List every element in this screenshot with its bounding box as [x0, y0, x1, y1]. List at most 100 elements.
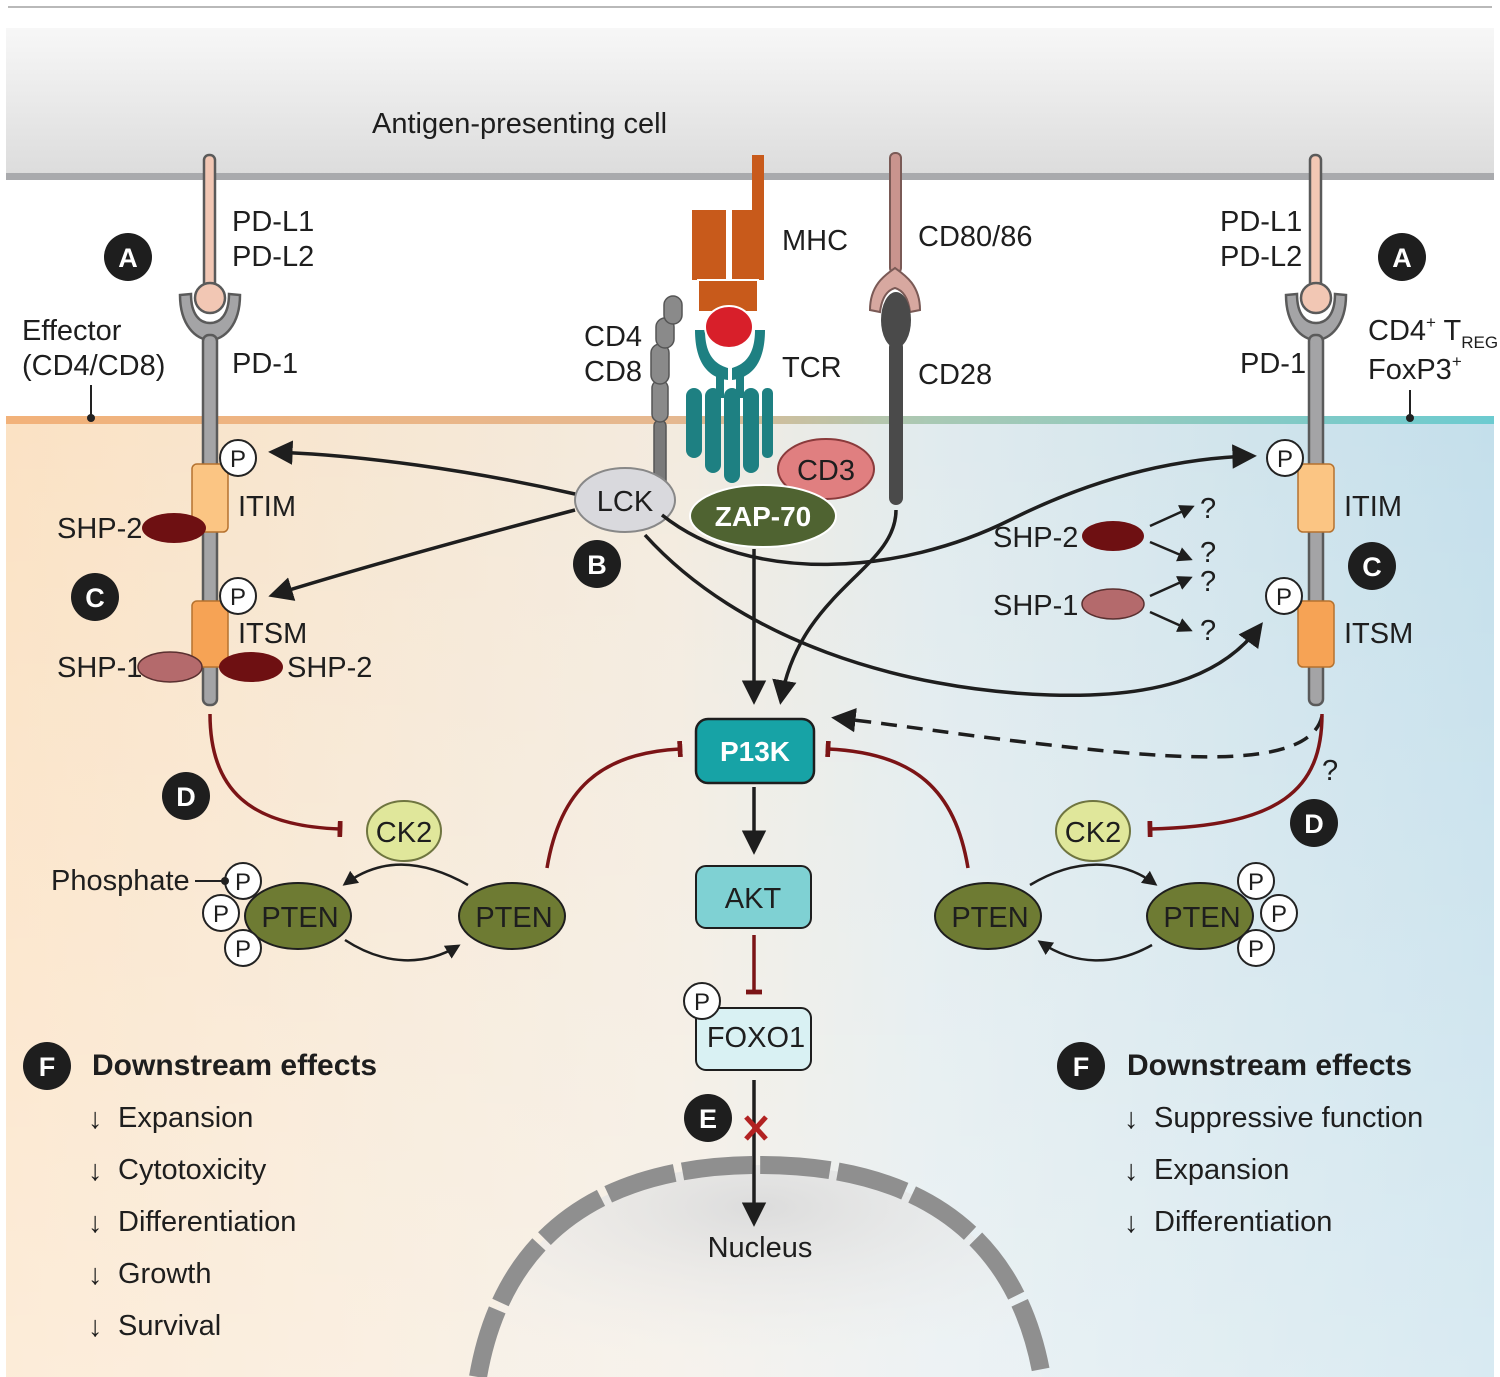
right-itsm-label: ITSM — [1344, 618, 1413, 650]
svg-text:C: C — [85, 583, 105, 613]
pi3k-node — [694, 717, 816, 785]
left-effect-item: Growth — [118, 1258, 211, 1290]
left-shp1 — [137, 651, 203, 683]
right-shp-arrows — [1149, 505, 1195, 632]
right-ligand-label-2: PD-L2 — [1220, 241, 1302, 273]
left-effects-list: ↓ Expansion ↓ Cytotoxicity ↓ Differentia… — [88, 1102, 296, 1343]
left-itim-phospho: P — [219, 439, 257, 477]
cd4-cd8-coreceptor — [650, 295, 683, 489]
right-pten-phos-label: PTEN — [1163, 902, 1240, 934]
down-arrow-icon: ↓ — [88, 1103, 103, 1135]
right-itsm-domain — [1297, 600, 1335, 668]
badge-b: B — [573, 540, 621, 588]
left-pten-cycle-arrows — [342, 863, 469, 962]
badge-e: E — [684, 1094, 732, 1142]
left-effect-item: Differentiation — [118, 1206, 296, 1238]
phosphate-pointer — [221, 877, 229, 885]
zap70-label: ZAP-70 — [715, 501, 811, 532]
akt-label: AKT — [725, 883, 782, 915]
right-pd1-label: PD-1 — [1240, 348, 1306, 380]
tcr-label: TCR — [782, 352, 842, 384]
left-pten-phos-label: PTEN — [261, 902, 338, 934]
badge-a-left: A — [104, 233, 152, 281]
cd8-label: CD8 — [584, 356, 642, 388]
right-pten-phos-node — [1146, 882, 1254, 950]
down-arrow-icon: ↓ — [1124, 1155, 1139, 1187]
badge-a-right: A — [1378, 233, 1426, 281]
left-pten-phosphates: P P P — [202, 862, 262, 967]
svg-text:P: P — [1248, 936, 1264, 963]
question-mark: ? — [1322, 755, 1338, 787]
lck-node — [574, 467, 676, 533]
svg-text:P: P — [1277, 446, 1293, 473]
right-effects-title: Downstream effects — [1127, 1049, 1412, 1082]
left-effect-item: Expansion — [118, 1102, 253, 1134]
right-shp2-label: SHP-2 — [993, 522, 1078, 554]
left-itim-label: ITIM — [238, 491, 296, 523]
lck-label: LCK — [597, 486, 654, 518]
left-itsm-phospho: P — [219, 577, 257, 615]
left-shp2-itsm — [219, 652, 283, 682]
right-cell-label-2: FoxP3+ — [1368, 352, 1462, 386]
right-cell-label-1: CD4+ TREG — [1368, 313, 1498, 352]
svg-text:P: P — [230, 446, 246, 473]
apc-label: Antigen-presenting cell — [372, 108, 667, 140]
svg-text:F: F — [1073, 1052, 1090, 1082]
question-mark: ? — [1200, 615, 1216, 647]
left-effect-item: Cytotoxicity — [118, 1154, 267, 1186]
left-pten-label: PTEN — [475, 902, 552, 934]
left-pd1-label: PD-1 — [232, 348, 298, 380]
svg-text:P: P — [230, 584, 246, 611]
left-pd1-receptor — [178, 153, 242, 707]
right-effect-item: Suppressive function — [1154, 1102, 1423, 1134]
down-arrow-icon: ↓ — [88, 1311, 103, 1343]
down-arrow-icon: ↓ — [88, 1155, 103, 1187]
left-membrane-pointer — [87, 414, 95, 422]
left-itim-domain — [191, 463, 229, 533]
svg-text:F: F — [39, 1052, 56, 1082]
left-ligand-label-1: PD-L1 — [232, 206, 314, 238]
svg-text:P: P — [235, 869, 251, 896]
badge-c-left: C — [71, 573, 119, 621]
question-mark: ? — [1200, 566, 1216, 598]
svg-text:P: P — [694, 989, 710, 1016]
akt-node — [695, 865, 812, 929]
right-itim-domain — [1297, 463, 1335, 533]
left-shp2-itim-label: SHP-2 — [57, 513, 142, 545]
left-shp1-label: SHP-1 — [57, 652, 142, 684]
right-ck2-label: CK2 — [1065, 817, 1121, 849]
apc-region — [6, 28, 1494, 176]
right-pten-node — [934, 882, 1042, 950]
svg-text:P: P — [235, 936, 251, 963]
right-pd1-receptor — [1284, 153, 1348, 707]
right-itim-phospho: P — [1266, 439, 1304, 477]
foxo1-phospho: P — [683, 982, 721, 1020]
badge-f-right: F — [1057, 1042, 1105, 1090]
right-effects-list: ↓ Suppressive function ↓ Expansion ↓ Dif… — [1124, 1102, 1423, 1239]
nucleus — [469, 1155, 1051, 1377]
down-arrow-icon: ↓ — [1124, 1103, 1139, 1135]
right-pten-cycle-arrows — [1029, 863, 1158, 962]
left-cell-label-2: (CD4/CD8) — [22, 350, 165, 382]
badge-d-left: D — [162, 772, 210, 820]
cd28-receptor — [881, 292, 911, 505]
phosphate-label: Phosphate — [51, 865, 190, 897]
svg-text:B: B — [587, 550, 607, 580]
nuclear-entry-block — [744, 1115, 768, 1141]
down-arrow-icon: ↓ — [88, 1207, 103, 1239]
right-ligand-label-1: PD-L1 — [1220, 206, 1302, 238]
cd3-label: CD3 — [797, 455, 855, 487]
left-ck2-node — [366, 800, 442, 862]
left-pten-node — [458, 882, 566, 950]
badge-f-left: F — [23, 1042, 71, 1090]
activation-arrows — [268, 440, 1324, 1227]
cd4-label: CD4 — [584, 321, 642, 353]
svg-text:C: C — [1362, 552, 1382, 582]
left-effects-title: Downstream effects — [92, 1049, 377, 1082]
svg-text:P: P — [1271, 901, 1287, 928]
svg-text:A: A — [1392, 243, 1412, 273]
badge-d-right: D — [1290, 799, 1338, 847]
right-pten-phosphates: P P P — [1237, 862, 1298, 967]
svg-text:D: D — [176, 782, 196, 812]
